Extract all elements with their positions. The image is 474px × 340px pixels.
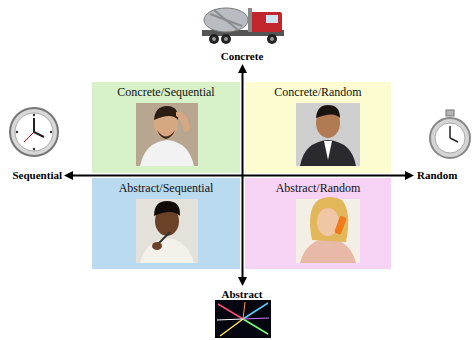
- horizontal-axis: [70, 175, 408, 177]
- cement-truck-icon: [221, 34, 231, 44]
- horizontal-axis: [64, 171, 414, 180]
- photo-woman-phone: [296, 199, 360, 263]
- cement-truck-icon: [212, 37, 216, 41]
- photo-woman-pen: [152, 242, 162, 250]
- axis-label: Random: [417, 168, 472, 182]
- abstract-light-icon: [218, 304, 243, 319]
- clock-icon: [10, 108, 58, 156]
- abstract-light-icon: [215, 300, 271, 338]
- clock-icon: [10, 108, 58, 156]
- clock-icon: [15, 113, 53, 151]
- clock-icon: [34, 132, 44, 137]
- abstract-light-icon: [243, 302, 245, 319]
- axis-label: Abstract: [192, 287, 292, 301]
- quadrant-title: Concrete/Random: [245, 82, 391, 99]
- photo-man-suit: [296, 103, 360, 166]
- axis-label: Concrete: [192, 49, 292, 63]
- cement-truck-icon: [209, 34, 219, 44]
- stopwatch-icon: [430, 118, 470, 158]
- photo-man-thinking: [154, 106, 178, 120]
- photo-man-suit: [296, 103, 360, 166]
- photo-man-thinking: [157, 130, 175, 139]
- horizontal-axis: [64, 171, 73, 180]
- clock-icon: [50, 131, 52, 133]
- vertical-axis: [238, 64, 247, 73]
- photo-woman-pen: [140, 238, 194, 263]
- photo-woman-phone: [334, 216, 347, 235]
- axis-label: Sequential: [2, 168, 62, 182]
- clock-icon: [16, 131, 18, 133]
- photo-man-thinking: [176, 112, 190, 132]
- quadrant-title: Concrete/Sequential: [92, 82, 240, 99]
- abstract-light-icon: [243, 318, 269, 319]
- stopwatch-icon: [446, 110, 454, 116]
- stopwatch-icon: [435, 123, 465, 153]
- photo-woman-pen: [136, 199, 198, 263]
- photo-woman-phone: [310, 197, 348, 242]
- stopwatch-icon: [449, 126, 451, 138]
- photo-man-thinking: [140, 140, 194, 166]
- cement-truck-icon: [224, 37, 228, 41]
- photo-man-thinking: [136, 103, 198, 166]
- photo-man-suit: [316, 105, 340, 118]
- cement-truck-icon: [248, 8, 252, 32]
- photo-man-thinking: [136, 103, 198, 166]
- clock-icon: [33, 118, 35, 132]
- quadrant-title: Abstract/Sequential: [92, 178, 240, 195]
- horizontal-axis: [405, 171, 414, 180]
- quadrant-title: Abstract/Random: [245, 178, 391, 195]
- stopwatch-icon: [430, 110, 470, 158]
- photo-woman-phone: [300, 238, 356, 263]
- abstract-light-icon: [215, 300, 271, 338]
- cement-truck-icon: [214, 10, 238, 30]
- cement-truck-icon: [250, 12, 282, 32]
- photo-woman-pen: [154, 201, 180, 216]
- cement-truck-icon: [266, 15, 278, 23]
- clock-icon: [33, 148, 35, 150]
- cement-truck-icon: [267, 34, 277, 44]
- cement-truck-icon: [204, 8, 248, 32]
- stopwatch-icon: [450, 138, 458, 142]
- photo-woman-pen: [136, 199, 198, 263]
- vertical-axis: [238, 277, 247, 286]
- cement-truck-icon: [270, 37, 274, 41]
- abstract-light-icon: [243, 319, 268, 334]
- abstract-light-icon: [217, 319, 243, 320]
- cement-truck-icon: [202, 8, 284, 44]
- photo-man-suit: [300, 140, 356, 166]
- abstract-light-icon: [243, 303, 268, 319]
- photo-woman-phone: [296, 197, 360, 263]
- photo-man-suit: [324, 141, 332, 160]
- abstract-light-icon: [220, 319, 243, 336]
- clock-icon: [24, 132, 34, 142]
- clock-icon: [33, 114, 35, 116]
